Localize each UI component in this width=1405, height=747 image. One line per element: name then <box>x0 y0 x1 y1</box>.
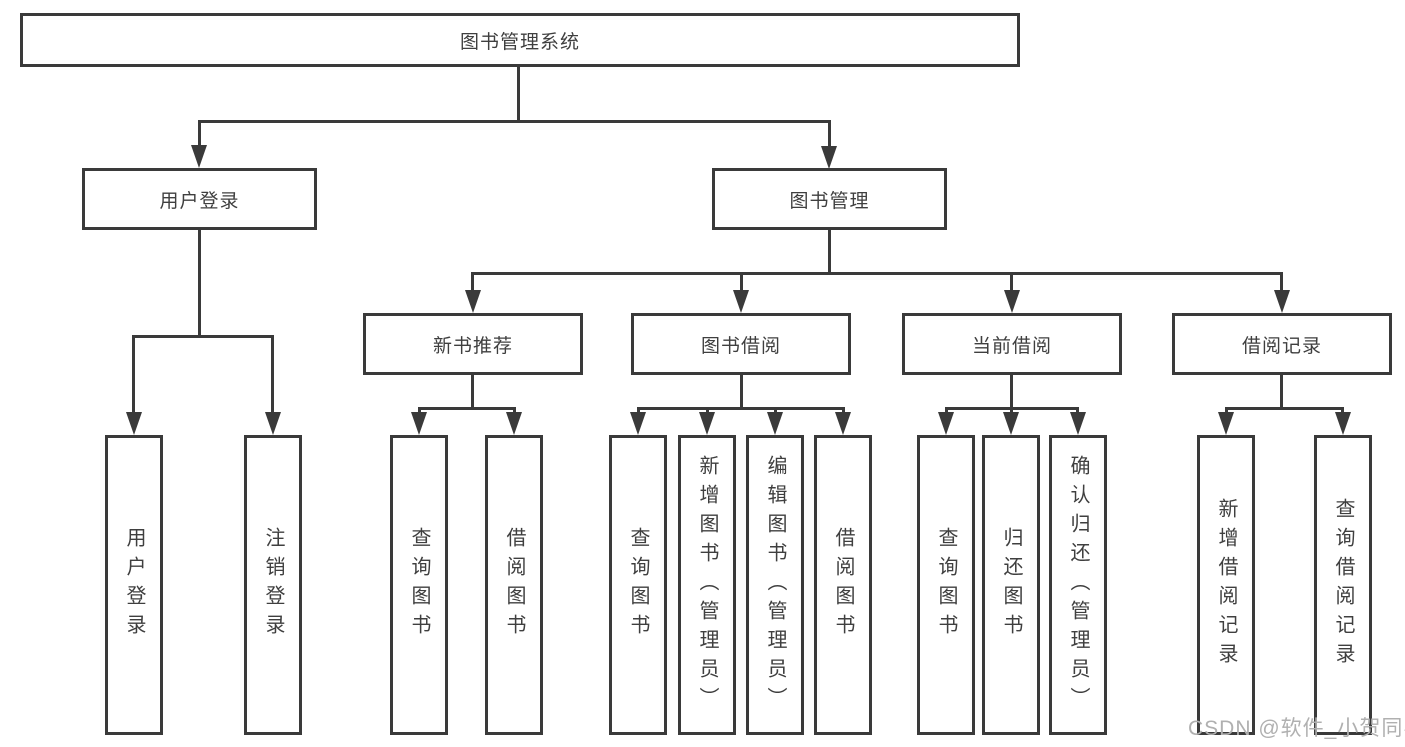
connector-drop-leaf-logout <box>271 335 274 415</box>
connector-drop <box>513 407 516 415</box>
arrow-down-icon <box>699 412 715 435</box>
csdn-watermark: CSDN @软件_小贺同学 <box>1188 717 1405 740</box>
connector-drop-user-login <box>198 120 201 148</box>
node-book-borrow-label: 图书借阅 <box>700 335 781 357</box>
node-root: 图书管理系统 <box>20 13 1020 67</box>
connector-drop <box>1225 407 1228 415</box>
connector-drop <box>1010 407 1013 415</box>
leaf-edit-books-admin-label: 编辑图书（管理员） <box>764 454 786 716</box>
arrow-down-icon <box>835 412 851 435</box>
node-book-mgmt-label: 图书管理 <box>789 190 870 212</box>
arrow-down-icon <box>1003 412 1019 435</box>
leaf-return-books-label: 归还图书 <box>1000 527 1022 643</box>
connector-new-book-rec-bar <box>418 407 516 410</box>
arrow-down-icon <box>1274 290 1290 313</box>
arrow-down-icon <box>506 412 522 435</box>
connector-new-book-rec-trunk <box>471 375 474 410</box>
leaf-user-login: 用户登录 <box>105 435 163 735</box>
leaf-borrow-books: 借阅图书 <box>814 435 872 735</box>
connector-user-login-bar <box>132 335 274 338</box>
leaf-borrow-books-label: 借阅图书 <box>832 527 854 643</box>
arrow-down-icon <box>1004 290 1020 313</box>
connector-drop <box>842 407 845 415</box>
arrow-down-icon <box>411 412 427 435</box>
connector-book-mgmt-trunk <box>828 230 831 275</box>
connector-drop-current-borrow <box>1010 272 1013 294</box>
connector-user-login-trunk <box>198 230 201 337</box>
leaf-confirm-return-admin-label: 确认归还（管理员） <box>1067 454 1089 716</box>
leaf-edit-books-admin: 编辑图书（管理员） <box>746 435 804 735</box>
connector-drop-book-mgmt <box>828 120 831 148</box>
connector-drop <box>774 407 777 415</box>
leaf-confirm-return-admin: 确认归还（管理员） <box>1049 435 1107 735</box>
arrow-down-icon <box>767 412 783 435</box>
node-new-book-rec-label: 新书推荐 <box>432 335 513 357</box>
node-new-book-rec: 新书推荐 <box>363 313 583 375</box>
connector-book-borrow-trunk <box>740 375 743 410</box>
connector-book-mgmt-bar <box>471 272 1283 275</box>
leaf-user-login-label: 用户登录 <box>123 527 145 643</box>
node-book-mgmt: 图书管理 <box>712 168 947 230</box>
leaf-query-borrow-record: 查询借阅记录 <box>1314 435 1372 735</box>
leaf-current-query-books: 查询图书 <box>917 435 975 735</box>
arrow-down-icon <box>191 145 207 168</box>
leaf-borrow-query-books: 查询图书 <box>609 435 667 735</box>
leaf-logout: 注销登录 <box>244 435 302 735</box>
arrow-down-icon <box>938 412 954 435</box>
leaf-add-books-admin: 新增图书（管理员） <box>678 435 736 735</box>
node-current-borrow-label: 当前借阅 <box>971 335 1052 357</box>
node-current-borrow: 当前借阅 <box>902 313 1122 375</box>
node-borrow-record: 借阅记录 <box>1172 313 1392 375</box>
node-book-borrow: 图书借阅 <box>631 313 851 375</box>
node-user-login: 用户登录 <box>82 168 317 230</box>
leaf-current-query-books-label: 查询图书 <box>935 527 957 643</box>
leaf-rec-query-books-label: 查询图书 <box>408 527 430 643</box>
connector-root-trunk <box>517 67 520 123</box>
arrow-down-icon <box>126 412 142 435</box>
connector-current-borrow-trunk <box>1010 375 1013 410</box>
connector-drop-new-book-rec <box>471 272 474 294</box>
connector-drop <box>418 407 421 415</box>
connector-borrow-record-bar <box>1225 407 1344 410</box>
connector-drop-borrow-record <box>1280 272 1283 294</box>
connector-drop <box>706 407 709 415</box>
arrow-down-icon <box>1218 412 1234 435</box>
connector-book-borrow-bar <box>637 407 845 410</box>
node-borrow-record-label: 借阅记录 <box>1241 335 1322 357</box>
leaf-add-borrow-record: 新增借阅记录 <box>1197 435 1255 735</box>
arrow-down-icon <box>630 412 646 435</box>
leaf-add-books-admin-label: 新增图书（管理员） <box>696 454 718 716</box>
connector-drop <box>1341 407 1344 415</box>
node-user-login-label: 用户登录 <box>159 190 240 212</box>
leaf-rec-borrow-books-label: 借阅图书 <box>503 527 525 643</box>
leaf-return-books: 归还图书 <box>982 435 1040 735</box>
connector-drop <box>1076 407 1079 415</box>
leaf-logout-label: 注销登录 <box>262 527 284 643</box>
connector-borrow-record-trunk <box>1280 375 1283 410</box>
arrow-down-icon <box>465 290 481 313</box>
node-root-label: 图书管理系统 <box>459 31 580 53</box>
connector-drop-book-borrow <box>740 272 743 294</box>
arrow-down-icon <box>821 146 837 169</box>
leaf-borrow-query-books-label: 查询图书 <box>627 527 649 643</box>
leaf-query-borrow-record-label: 查询借阅记录 <box>1332 498 1354 672</box>
arrow-down-icon <box>733 290 749 313</box>
connector-drop <box>945 407 948 415</box>
leaf-rec-query-books: 查询图书 <box>390 435 448 735</box>
arrow-down-icon <box>1335 412 1351 435</box>
connector-root-bar <box>198 120 831 123</box>
connector-drop-leaf-login <box>132 335 135 415</box>
arrow-down-icon <box>265 412 281 435</box>
connector-drop <box>637 407 640 415</box>
leaf-add-borrow-record-label: 新增借阅记录 <box>1215 498 1237 672</box>
leaf-rec-borrow-books: 借阅图书 <box>485 435 543 735</box>
arrow-down-icon <box>1070 412 1086 435</box>
